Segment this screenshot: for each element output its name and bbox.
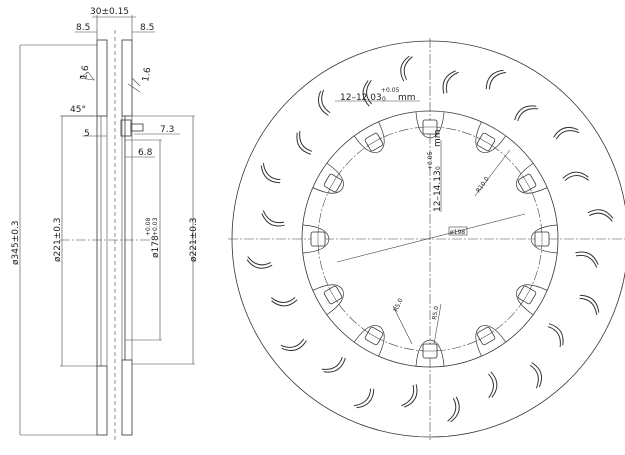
bobbin-slot (530, 224, 558, 254)
dim-slot-depth-unit: mm (433, 129, 443, 147)
dim-radius-10: R10.0 (475, 176, 491, 195)
dim-inner-dia-right: ø221±0.3 (189, 217, 199, 262)
dim-pcd: ø198 (450, 229, 465, 236)
dim-slot-depth: 12–14.13 (433, 170, 443, 212)
bobbin-slot (354, 325, 385, 357)
cooling-slot (442, 70, 459, 94)
dim-pin-7-3: 7.3 (160, 125, 174, 135)
bobbin-slot (516, 163, 548, 194)
pcd-leader (336, 213, 526, 263)
bobbin-slot (354, 121, 385, 153)
bobbin-slot (312, 284, 344, 315)
cooling-slot (246, 256, 273, 269)
dim-bore-tol-lower: +0.03 (152, 217, 159, 236)
cooling-slot (260, 162, 281, 184)
right-plate-bottom-hatch (121, 359, 133, 436)
bobbin-slot (415, 111, 445, 139)
dim-radius-5-right: R5.0 (431, 305, 440, 320)
dim-slot-width-tol-lower: 0 (382, 96, 386, 103)
section-view: 30±0.15 8.5 8.5 1.6 1.6 45° 5 7.3 6.8 ø3… (11, 7, 199, 440)
cooling-slot (587, 209, 614, 222)
cooling-slot (529, 362, 542, 389)
bobbin-slot (475, 121, 506, 153)
cooling-slot (280, 338, 307, 351)
roughness-right: 1.6 (141, 66, 153, 82)
left-plate-top-hatch (96, 39, 108, 117)
dim-radius-5-left: R5.0 (392, 297, 404, 313)
cooling-slot (485, 69, 507, 90)
cooling-slot (353, 388, 375, 409)
cooling-slot (401, 384, 418, 408)
bobbin-slot (302, 224, 330, 254)
dim-thickness: 30±0.15 (90, 7, 129, 17)
cooling-slot (362, 80, 373, 107)
bobbin-slot (312, 163, 344, 194)
dim-chamfer: 45° (70, 105, 86, 115)
face-view: ø198 12–12.03 +0.05 0 mm 12–14.13 +0.05 … (228, 38, 625, 440)
cooling-slot (579, 294, 600, 316)
cooling-slot (487, 371, 498, 398)
cooling-slot (547, 323, 564, 348)
cooling-slot (514, 105, 539, 122)
dim-slot-width-tol: +0.05 (381, 87, 400, 94)
dim-slot-width: 12–12.03 (340, 93, 382, 103)
cooling-slot (318, 89, 331, 116)
cooling-slot (321, 356, 346, 373)
bobbin-slot (516, 284, 548, 315)
cooling-slot (271, 296, 298, 307)
dim-bore-tol-upper: +0.08 (145, 217, 152, 236)
roughness-left: 1.6 (79, 64, 91, 80)
dim-offset-5: 5 (84, 129, 90, 139)
bobbin-slot (415, 339, 445, 367)
cooling-slot (553, 127, 580, 140)
dim-bore-dia: ø178 (151, 235, 161, 258)
dim-inner-dia-left: ø221±0.3 (53, 217, 63, 262)
right-plate-top-hatch (121, 39, 133, 117)
dim-slot-depth-tol: +0.05 (427, 151, 434, 170)
dim-right-face: 8.5 (140, 23, 154, 33)
cooling-slot (562, 171, 589, 182)
left-plate-bottom-hatch (96, 365, 108, 436)
dim-left-face: 8.5 (76, 23, 90, 33)
dim-slot-depth-tol-lower: 0 (435, 166, 442, 170)
cooling-slot (400, 55, 413, 82)
bobbin-slot (475, 325, 506, 357)
cooling-slot (575, 251, 599, 268)
cooling-slot (296, 130, 313, 155)
dim-pin-6-8: 6.8 (138, 148, 153, 158)
cooling-slot (447, 396, 460, 423)
dim-slot-width-unit: mm (398, 93, 416, 103)
dim-outer-dia: ø345±0.3 (11, 220, 21, 265)
cooling-slot (261, 210, 285, 227)
